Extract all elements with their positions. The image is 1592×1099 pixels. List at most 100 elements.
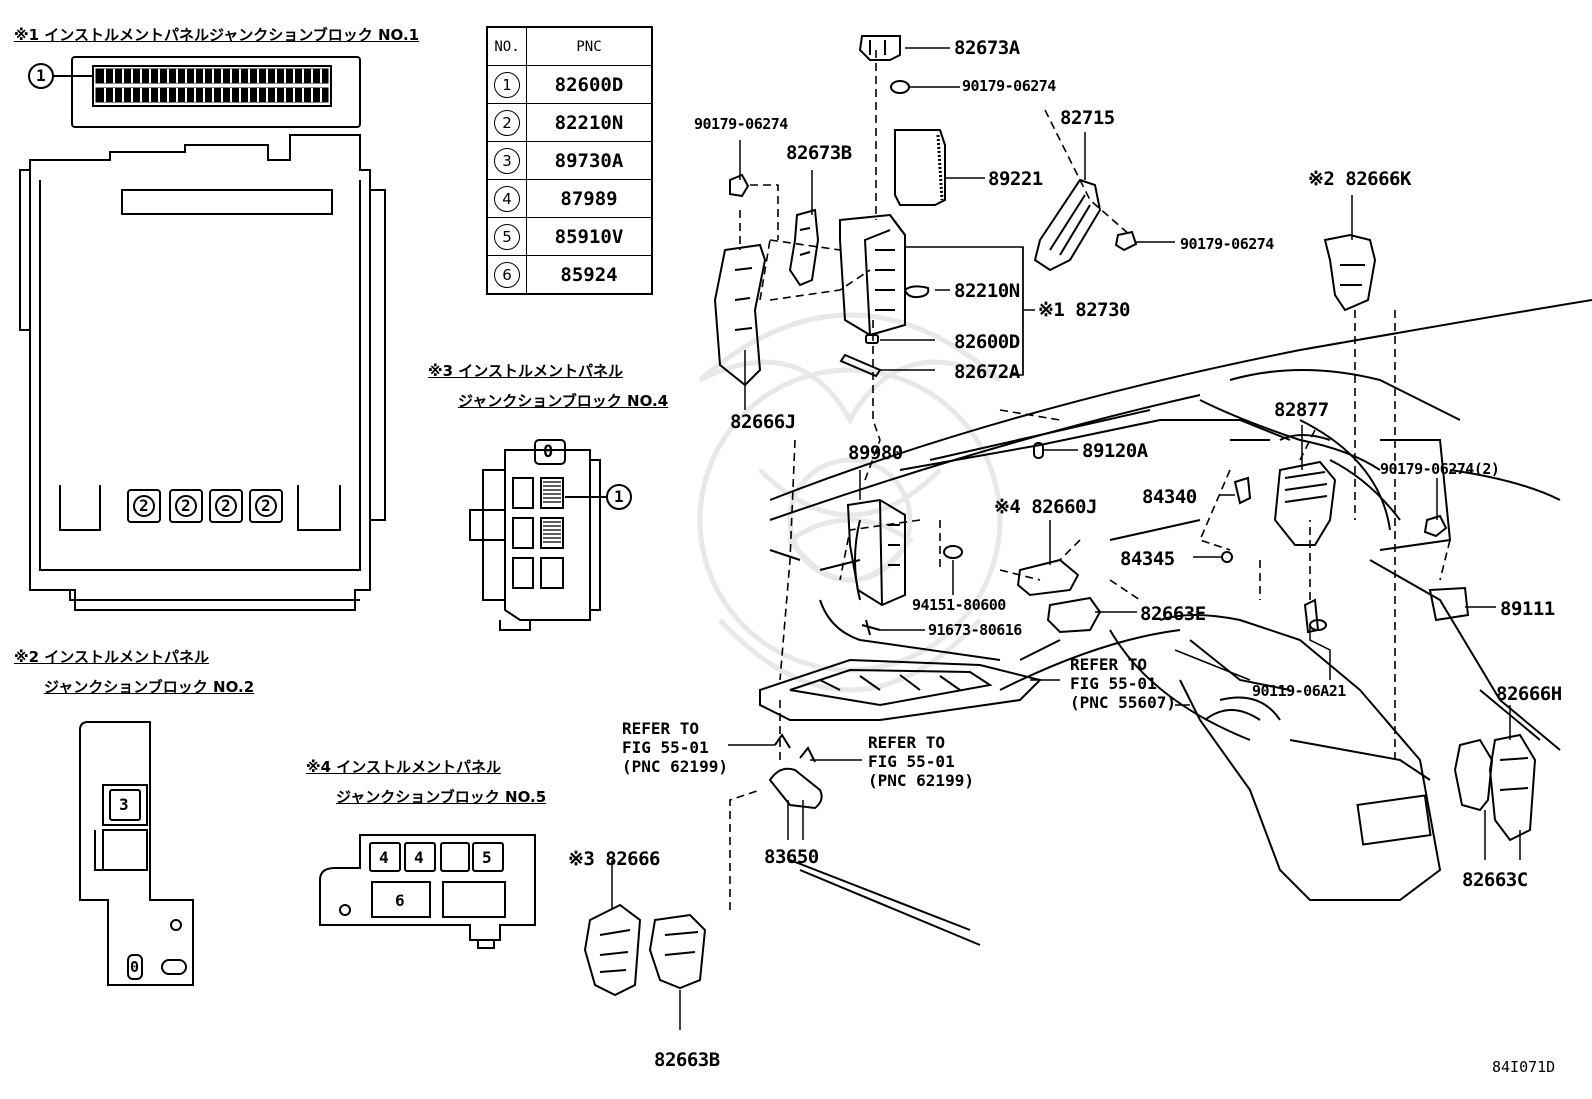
caption-jb3-line2: ジャンクションブロック NO.4 [458, 392, 669, 410]
row-number: 5 [494, 223, 520, 250]
part-82666K [1323, 233, 1377, 312]
row-pnc: 89730A [526, 141, 653, 180]
jb4-top-mark: 0 [543, 442, 553, 462]
part-clip-90179-right [1114, 230, 1138, 252]
jb1-marker-2b: 2 [181, 496, 191, 515]
part-82730-ecu [839, 213, 906, 337]
row-pnc: 82210N [526, 103, 653, 142]
row-pnc: 87989 [526, 179, 653, 218]
part-clip-90179-pair [1423, 514, 1448, 538]
part-82666 [583, 903, 642, 997]
label-82660J: ※4 82660J [994, 496, 1097, 518]
pnc-table: NO. PNC 1 82600D 2 82210N 3 89730A 4 879… [486, 26, 653, 295]
label-89221: 89221 [988, 168, 1043, 190]
table-row: 1 82600D [486, 65, 653, 104]
junction-block-no2 [79, 721, 194, 986]
part-82663B [648, 913, 707, 990]
part-89120A [1033, 442, 1044, 459]
label-82672A: 82672A [954, 361, 1020, 383]
label-82663B: 82663B [654, 1049, 720, 1071]
refer-note-62199-left: REFER TO FIG 55-01 (PNC 62199) [622, 719, 728, 776]
part-82877 [1273, 460, 1337, 546]
row-pnc: 85910V [526, 217, 653, 256]
label-82673B: 82673B [786, 142, 852, 164]
label-89111: 89111 [1500, 598, 1555, 620]
part-90119 [1303, 598, 1327, 634]
part-89980 [846, 498, 906, 607]
leader-lines [611, 47, 1521, 1030]
table-header-no: NO. [486, 26, 527, 66]
row-pnc: 85924 [526, 255, 653, 295]
part-82715 [1033, 178, 1102, 272]
caption-jb4-line2: ジャンクションブロック NO.5 [336, 788, 547, 806]
label-83650: 83650 [764, 846, 819, 868]
label-82666H: 82666H [1496, 683, 1562, 705]
jb5-marker-4a: 4 [379, 848, 389, 867]
label-82666: ※3 82666 [568, 848, 661, 870]
label-82730: ※1 82730 [1038, 299, 1131, 321]
part-clip-90179-left [729, 173, 750, 198]
table-row: 5 85910V [486, 217, 653, 256]
table-row: 3 89730A [486, 141, 653, 180]
row-number: 4 [494, 185, 520, 212]
label-90119: 90119-06A21 [1252, 682, 1346, 700]
part-glovebox-tray [759, 658, 1042, 721]
label-82663C: 82663C [1462, 869, 1528, 891]
row-number: 1 [494, 71, 520, 98]
jb1-marker-2a: 2 [139, 496, 149, 515]
junction-block-no1 [28, 56, 361, 128]
junction-block-no4 [469, 439, 632, 631]
instrument-panel-outline [769, 299, 1592, 946]
label-82877: 82877 [1274, 399, 1329, 421]
caption-jb2-line2: ジャンクションブロック NO.2 [44, 678, 255, 696]
label-82673A: 82673A [954, 37, 1020, 59]
row-number: 2 [494, 109, 520, 136]
part-91673 [861, 619, 881, 636]
label-82663E: 82663E [1140, 603, 1206, 625]
jb5-marker-5: 5 [482, 848, 492, 867]
caption-jb4-line1: ※4 インストルメントパネル [306, 758, 501, 776]
refer-note-55607: REFER TO FIG 55-01 (PNC 55607) [1070, 655, 1176, 712]
part-82663C [1453, 738, 1494, 812]
jb1-marker-2c: 2 [221, 496, 231, 515]
part-83650 [768, 767, 823, 810]
label-90179-right: 90179-06274 [1180, 235, 1274, 253]
table-header-pnc: PNC [526, 26, 653, 66]
jb1-marker-1: 1 [36, 66, 46, 85]
jb5-marker-6: 6 [395, 891, 405, 910]
part-82600D [865, 334, 879, 344]
caption-jb3-line1: ※3 インストルメントパネル [428, 362, 623, 380]
label-84345: 84345 [1120, 548, 1175, 570]
figure-code: 84I071D [1492, 1058, 1556, 1076]
caption-jb2-line1: ※2 インストルメントパネル [14, 648, 209, 666]
label-90179-top: 90179-06274 [962, 77, 1056, 95]
part-clip-90179-top [890, 80, 910, 94]
part-94151 [943, 545, 963, 559]
label-90179-left: 90179-06274 [694, 115, 788, 133]
part-82210N [903, 285, 930, 299]
label-89980: 89980 [848, 442, 903, 464]
table-row: 6 85924 [486, 255, 653, 295]
part-89221 [894, 129, 946, 206]
leader-lines-dashed [729, 50, 1451, 910]
jb2-marker-3: 3 [119, 795, 129, 814]
jb1-fuse-slots [127, 489, 283, 523]
jb2-o-mark: 0 [130, 958, 139, 976]
label-90179-pair: 90179-06274(2) [1380, 460, 1500, 478]
jb1-marker-2d: 2 [261, 496, 271, 515]
label-82666K: ※2 82666K [1308, 168, 1411, 190]
label-84340: 84340 [1142, 486, 1197, 508]
caption-jb1: ※1 インストルメントパネルジャンクションブロック NO.1 [14, 26, 420, 44]
part-82673B [788, 208, 820, 287]
part-89111 [1428, 586, 1470, 622]
label-94151: 94151-80600 [912, 596, 1006, 614]
table-row: 4 87989 [486, 179, 653, 218]
label-82666J: 82666J [730, 411, 796, 433]
label-82715: 82715 [1060, 107, 1115, 129]
jb5-marker-4b: 4 [414, 848, 424, 867]
part-82666J [713, 243, 767, 387]
junction-block-no1-body [19, 134, 386, 611]
part-84340 [1233, 476, 1252, 505]
part-82673A [858, 35, 901, 61]
